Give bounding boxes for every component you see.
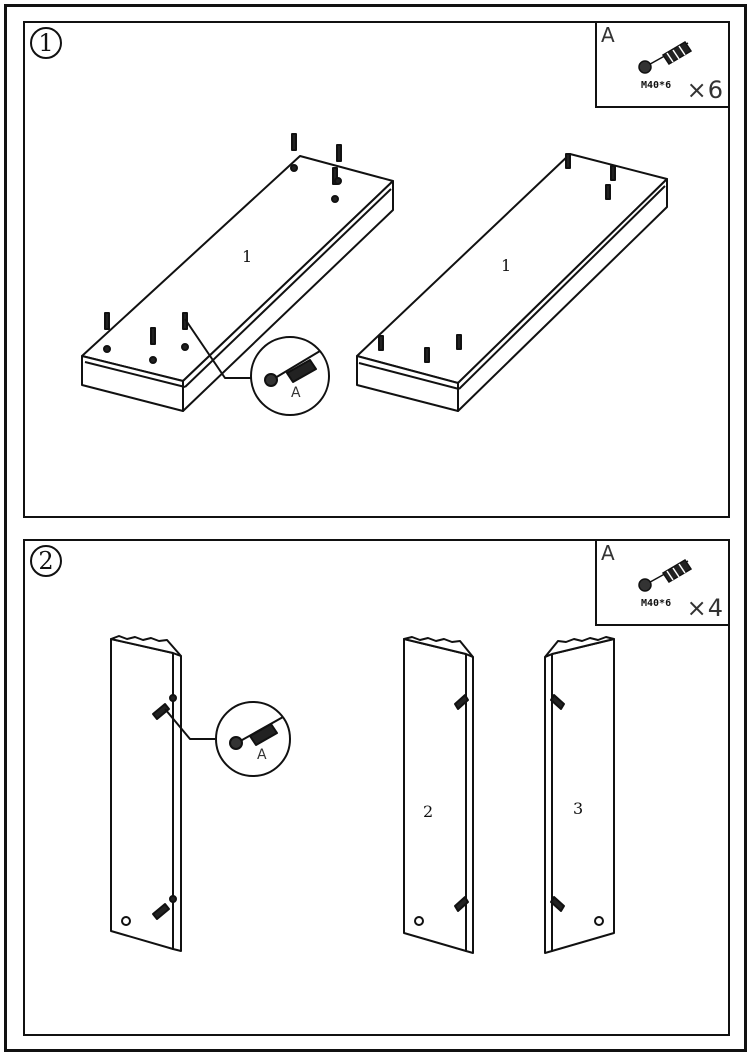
step-1-drawing: A 1 1 [81,133,668,416]
board-right [356,153,668,412]
part-number-label: 1 [501,256,511,275]
side-panel-right [544,636,615,954]
legend-part-letter: A [601,541,615,565]
side-panel-left [110,635,182,952]
legend-quantity: ×6 [686,76,724,104]
side-panel-middle [403,636,474,954]
instruction-sheet [4,4,747,1052]
callout-cam-bolt-icon [264,350,321,387]
callout-label: A [257,747,267,763]
part-number-label: 1 [242,247,252,266]
cam-bolt-icon [638,40,693,74]
hardware-legend: A M40*6 ×6 [595,23,728,108]
step-number-badge: 1 [30,27,62,59]
step-2-drawing: A 2 3 [110,635,615,954]
callout-label: A [291,385,301,401]
part-number-label: 3 [573,799,583,818]
step-number-badge: 2 [30,545,62,577]
legend-quantity: ×4 [686,594,724,622]
step-2-panel: 2 A M40*6 ×4 [23,539,730,1036]
hardware-legend: A M40*6 ×4 [595,541,728,626]
cam-bolt-icon [638,558,693,592]
legend-size-label: M40*6 [641,80,672,91]
step-1-panel: 1 A M40*6 ×6 [23,21,730,518]
callout-leader [164,708,215,740]
callout-leader [184,318,253,379]
part-number-label: 2 [423,802,433,821]
callout-cam-bolt-icon [229,716,284,750]
board-left [81,133,394,412]
legend-part-letter: A [601,23,615,47]
legend-size-label: M40*6 [641,598,672,609]
